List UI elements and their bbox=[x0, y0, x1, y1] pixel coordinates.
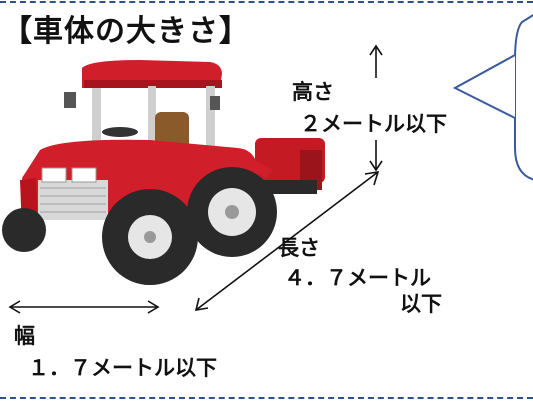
length-value-line2: 以下 bbox=[400, 292, 442, 316]
length-value-line1: ４．７メートル bbox=[284, 266, 431, 290]
height-arrow bbox=[369, 44, 383, 172]
tractor-illustration bbox=[2, 60, 325, 285]
height-label: 高さ bbox=[292, 80, 334, 104]
width-arrow bbox=[8, 300, 160, 314]
page-title: 【車体の大きさ】 bbox=[2, 14, 250, 49]
width-value: １．７メートル以下 bbox=[28, 356, 217, 380]
height-value: ２メートル以下 bbox=[300, 112, 447, 136]
top-dashed-divider bbox=[0, 1, 533, 3]
length-label: 長さ bbox=[278, 236, 320, 260]
bottom-dashed-divider bbox=[0, 397, 533, 399]
width-label: 幅 bbox=[14, 324, 35, 348]
length-arrow bbox=[194, 171, 380, 311]
speech-bubble-tail bbox=[452, 54, 516, 119]
